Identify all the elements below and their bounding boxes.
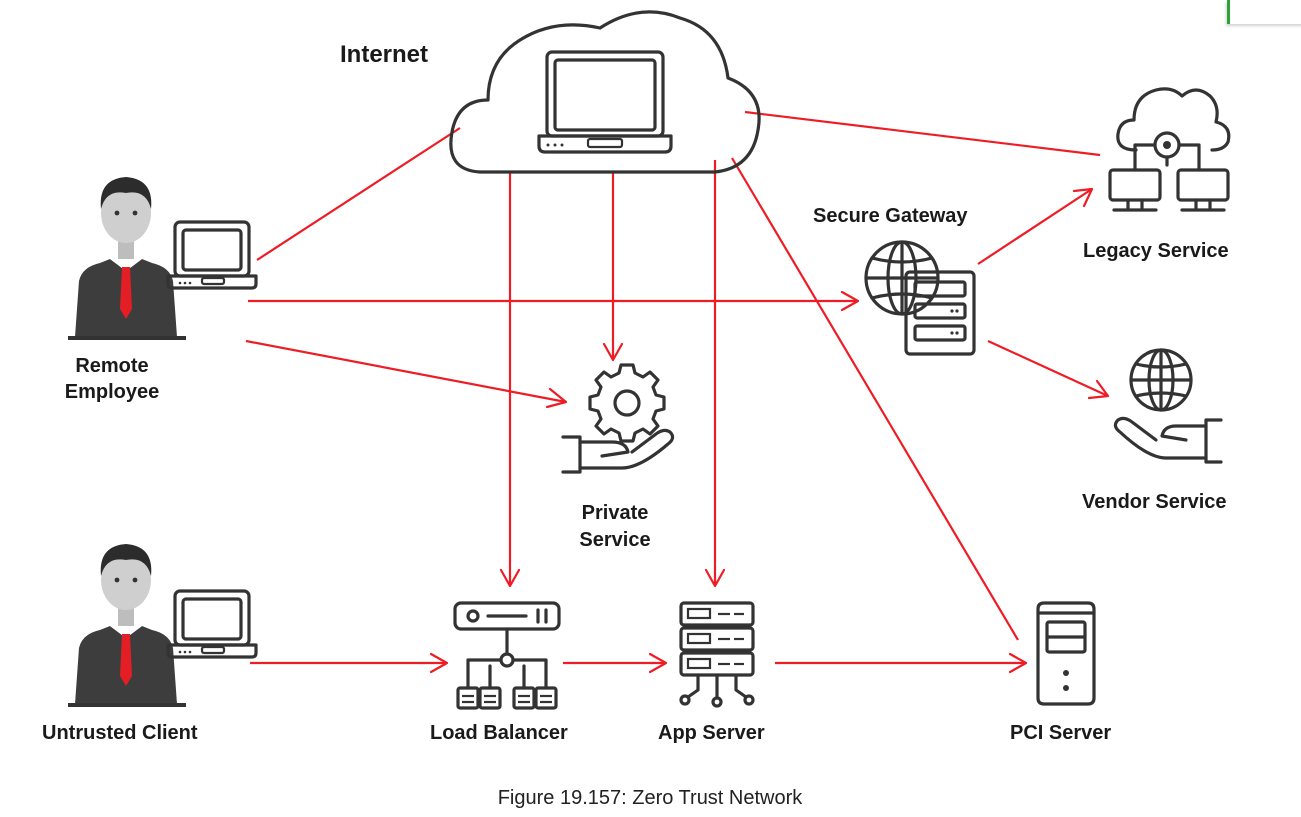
- pci-server-icon: [1036, 601, 1096, 706]
- app-server-label: App Server: [658, 722, 765, 744]
- secure-gateway-label: Secure Gateway: [813, 205, 968, 227]
- untrusted-client-node: Untrusted Client: [42, 544, 258, 744]
- arrowhead-legacy: [1072, 187, 1094, 208]
- edge-gateway-vendor: [987, 340, 1109, 397]
- private-service-label-line2: Service: [579, 529, 650, 551]
- remote-employee-label-line1: Remote: [75, 355, 148, 377]
- untrusted-client-label: Untrusted Client: [42, 722, 198, 744]
- app-server-node: App Server: [658, 601, 765, 744]
- vendor-service-node: Vendor Service: [1082, 348, 1227, 513]
- pci-server-label: PCI Server: [1010, 722, 1111, 744]
- gateway-icon: [864, 240, 976, 356]
- vendor-service-icon: [1113, 348, 1223, 464]
- private-service-node: Private Service: [561, 363, 675, 551]
- cloud-laptop-icon: [449, 10, 761, 174]
- connectors: [245, 110, 1110, 674]
- arrowhead-private-service-top: [602, 342, 624, 362]
- legacy-service-icon: [1108, 87, 1231, 212]
- load-balancer-label: Load Balancer: [430, 722, 568, 744]
- arrowhead-pci: [1008, 652, 1028, 674]
- pci-server-node: PCI Server: [1010, 601, 1111, 744]
- private-service-label-line1: Private: [582, 502, 649, 524]
- arrowhead-app-server-top: [704, 568, 726, 588]
- corner-tab: [1227, 0, 1301, 24]
- load-balancer-node: Load Balancer: [430, 601, 568, 744]
- vendor-service-label: Vendor Service: [1082, 491, 1227, 513]
- internet-label: Internet: [340, 41, 428, 68]
- figure-caption: Figure 19.157: Zero Trust Network: [498, 787, 804, 809]
- edge-employee-internet: [256, 127, 461, 261]
- edge-gateway-legacy: [977, 188, 1093, 265]
- person-laptop-icon: [68, 177, 258, 340]
- internet-node: Internet: [340, 10, 761, 174]
- arrowhead-lb-app: [648, 652, 668, 674]
- legacy-service-node: Legacy Service: [1083, 87, 1231, 262]
- arrowhead-private-service-side: [545, 387, 568, 409]
- edge-employee-private-service: [245, 339, 567, 404]
- person-laptop-icon: [68, 544, 258, 707]
- legacy-service-label: Legacy Service: [1083, 240, 1229, 262]
- gear-hand-icon: [561, 363, 675, 474]
- edge-internet-legacy: [744, 110, 1101, 157]
- arrowhead-vendor: [1087, 379, 1110, 400]
- load-balancer-icon: [453, 601, 561, 710]
- secure-gateway-node: Secure Gateway: [813, 205, 976, 356]
- remote-employee-label-line2: Employee: [65, 381, 159, 403]
- edge-internet-pci-server: [731, 157, 1019, 641]
- app-server-icon: [679, 601, 755, 708]
- remote-employee-node: Remote Employee: [65, 177, 258, 403]
- arrowhead-gateway: [840, 290, 860, 312]
- arrowhead-load-balancer: [499, 568, 521, 588]
- arrowhead-client-lb: [429, 652, 449, 674]
